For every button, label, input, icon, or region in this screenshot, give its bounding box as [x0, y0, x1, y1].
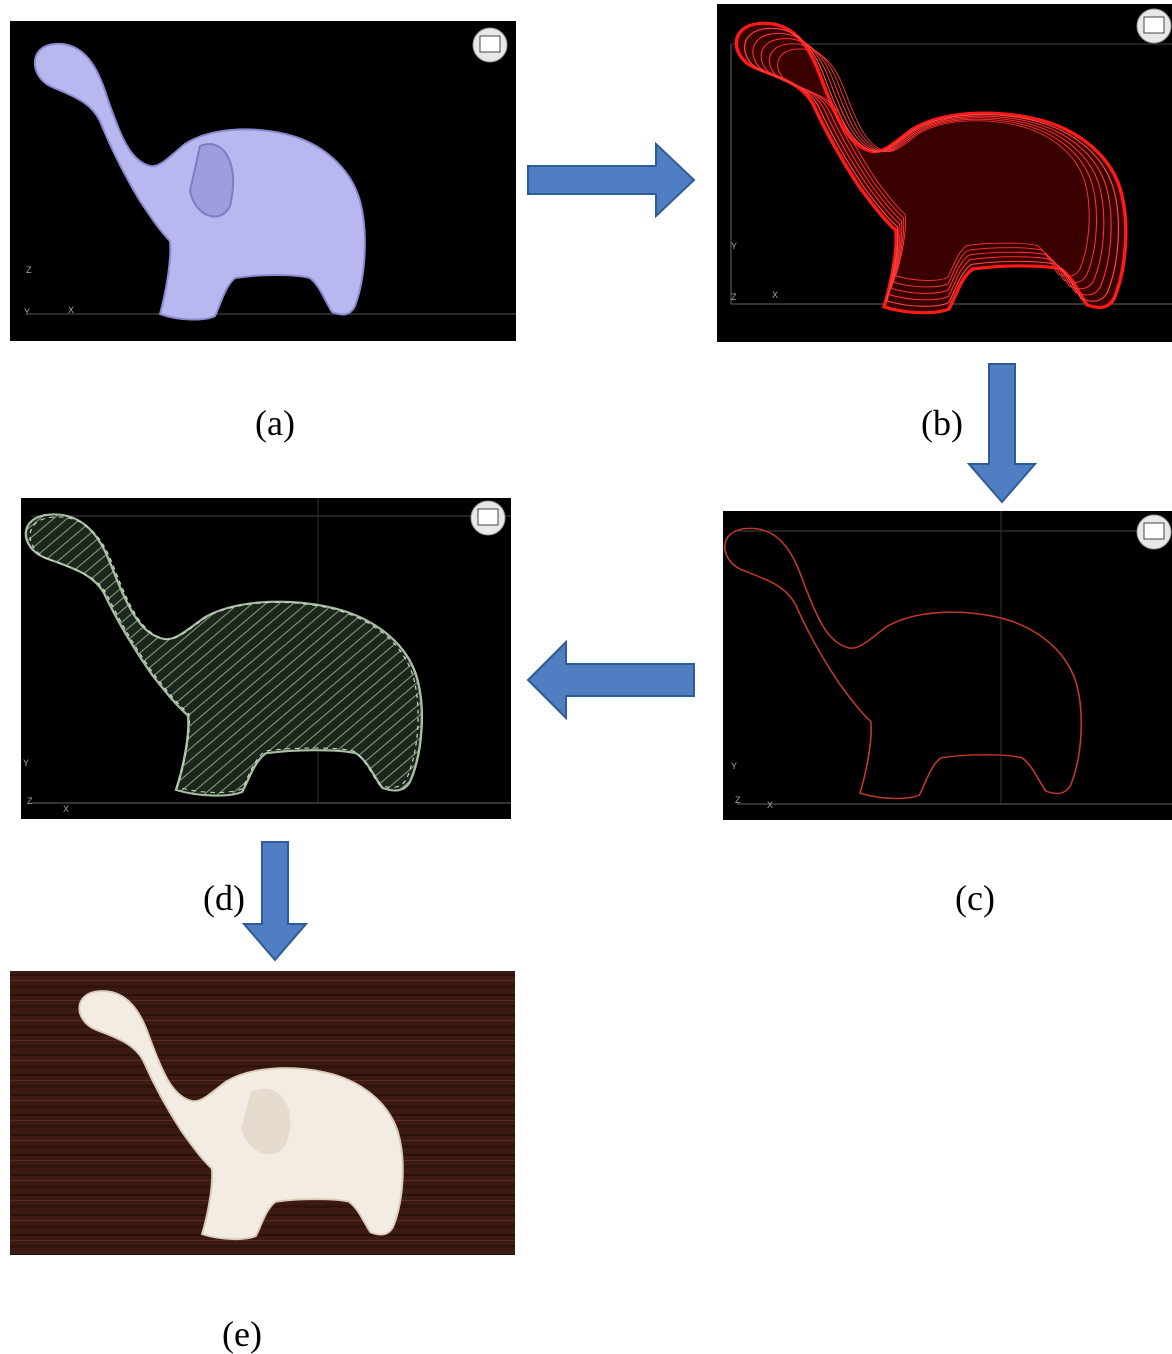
panel-c-contour-slice: Y Z X — [723, 511, 1172, 820]
label-c: (c) — [955, 880, 995, 916]
label-e: (e) — [222, 1316, 262, 1352]
panel-e-printed-object-photo — [10, 971, 515, 1255]
axis-y-label: Y — [24, 307, 30, 317]
axis-y-label: Y — [23, 758, 29, 768]
arrow-left-c-to-d — [526, 640, 696, 720]
label-b: (b) — [921, 405, 963, 441]
arrow-right-a-to-b — [526, 142, 696, 218]
axis-x-label: X — [767, 800, 773, 810]
axis-z-label: Z — [731, 292, 737, 302]
label-a: (a) — [255, 405, 295, 441]
arrow-down-b-to-c — [967, 362, 1037, 504]
axis-z-label: Z — [27, 796, 33, 806]
label-d: (d) — [203, 880, 245, 916]
axis-x-label: X — [772, 290, 778, 300]
panel-a-solid-model: Z Y X — [10, 21, 516, 341]
axis-x-label: X — [63, 804, 69, 814]
panel-b-wireframe-slices: Y Z X — [717, 4, 1172, 342]
arrow-down-d-to-e — [240, 840, 310, 962]
axis-z-label: Z — [735, 795, 741, 805]
axis-y-label: Y — [731, 761, 737, 771]
axis-z-label: Z — [26, 265, 32, 275]
panel-d-infill-toolpath: Y Z X — [21, 498, 511, 819]
axis-y-label: Y — [731, 241, 737, 251]
axis-x-label: X — [68, 305, 74, 315]
